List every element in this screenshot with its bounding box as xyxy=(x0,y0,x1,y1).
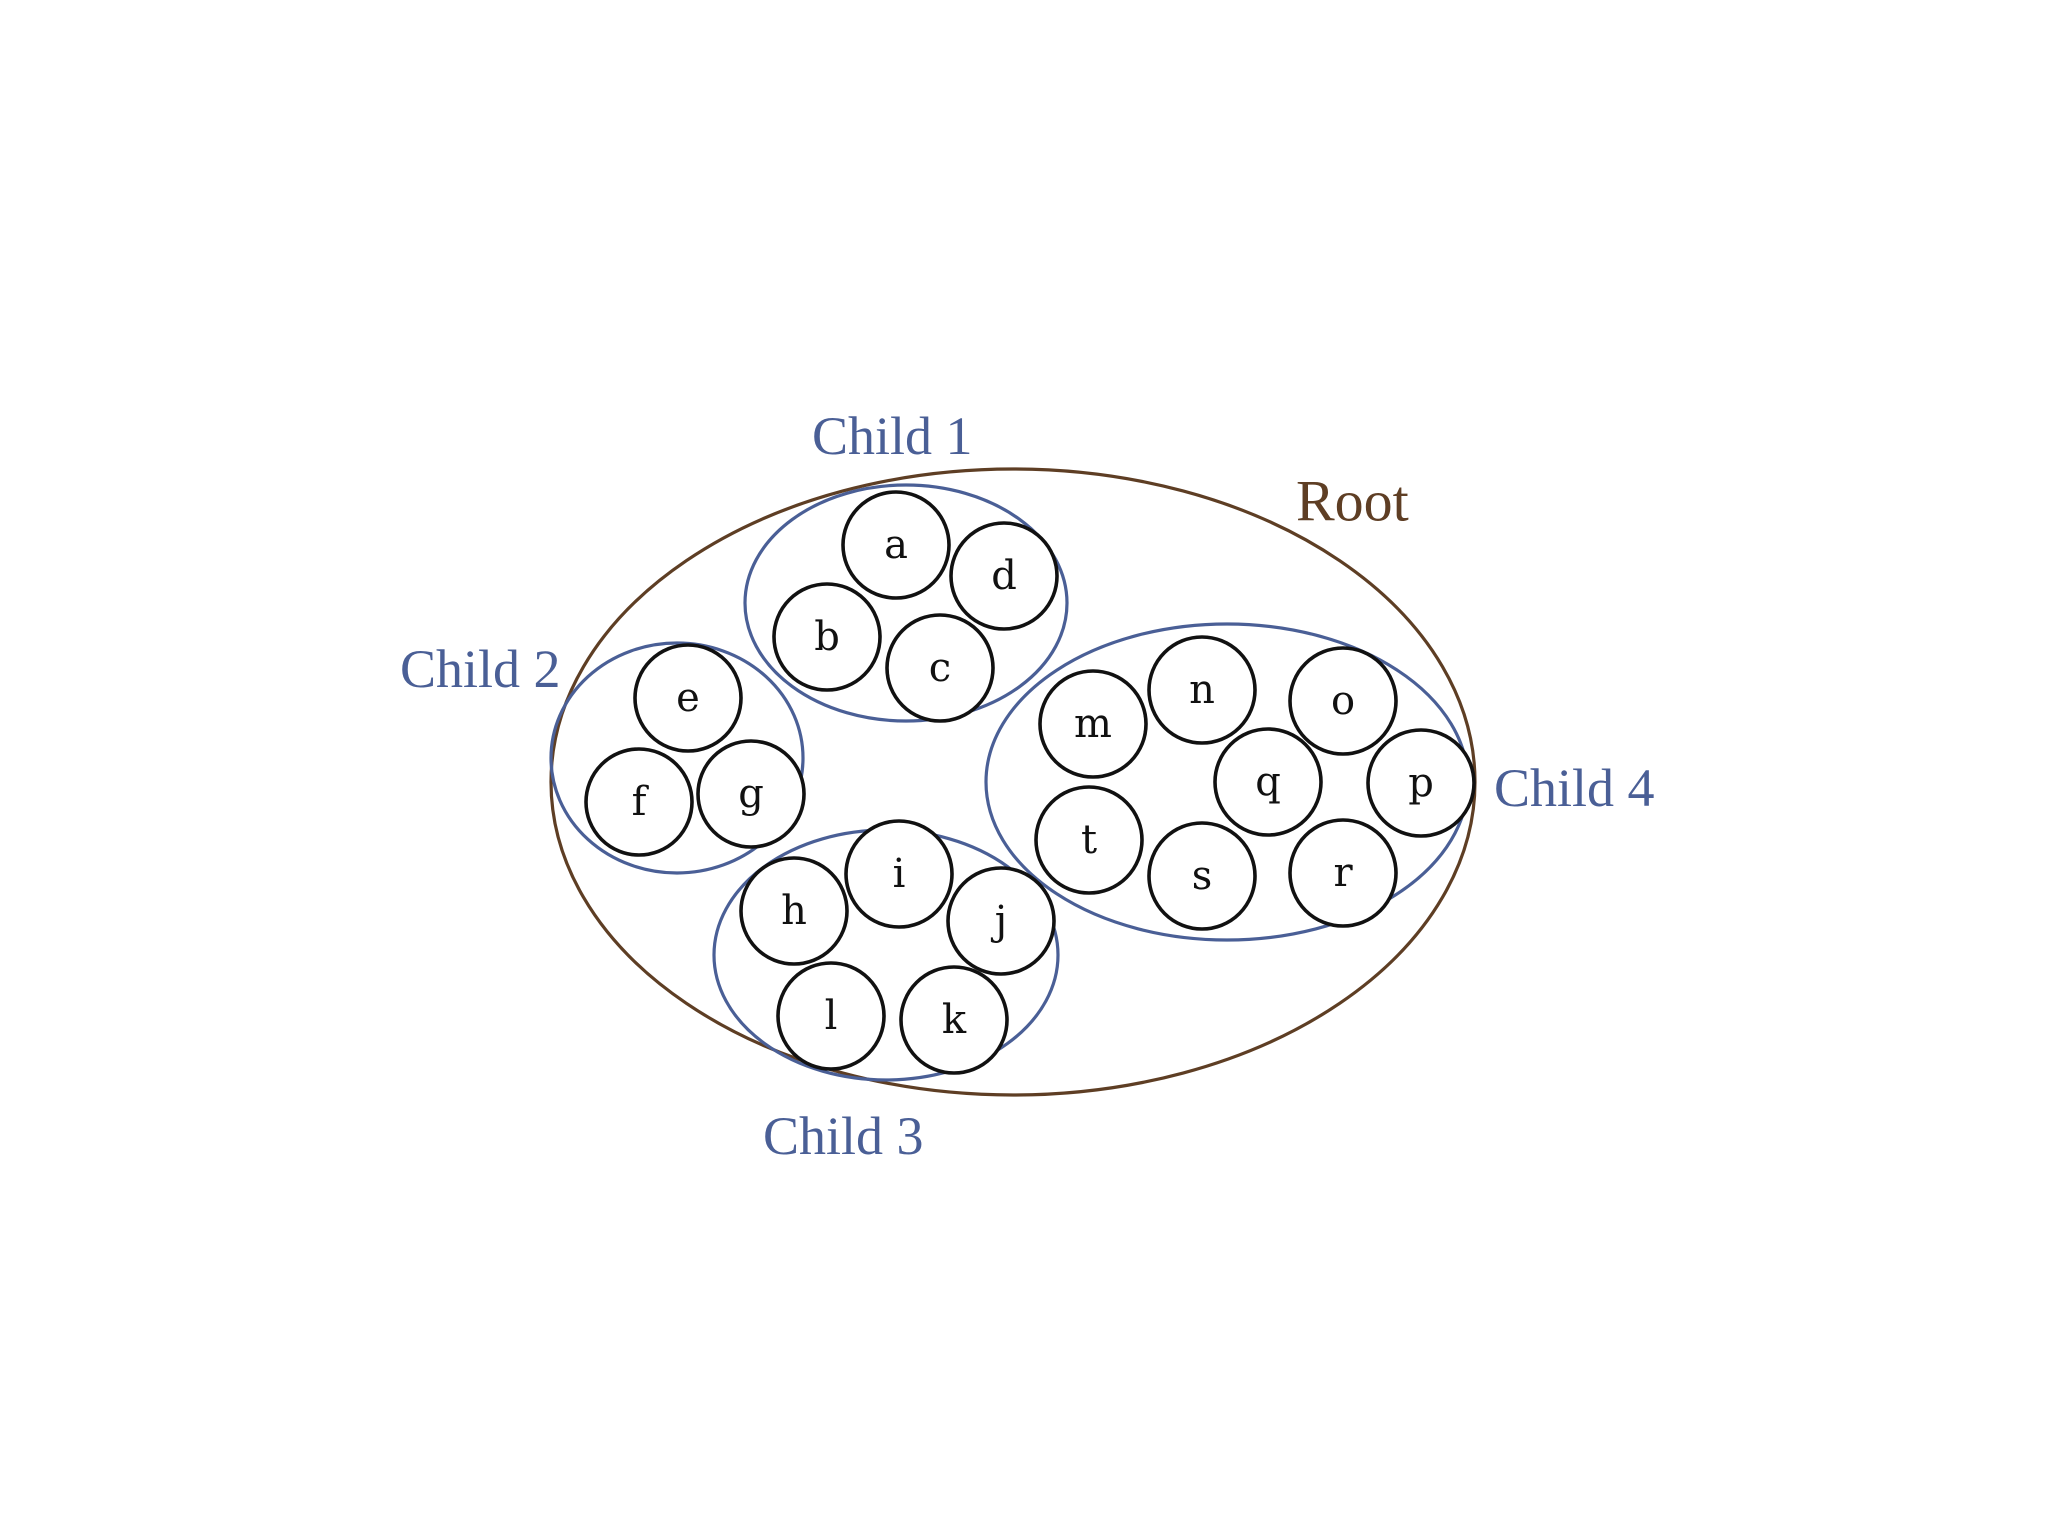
child-2-label: Child 2 xyxy=(400,639,561,699)
leaf-node: r xyxy=(1288,818,1398,928)
leaf-node: h xyxy=(739,856,849,966)
leaf-node: o xyxy=(1288,646,1398,756)
child-4-label: Child 4 xyxy=(1494,758,1655,818)
leaf-label: n xyxy=(1189,667,1215,713)
leaf-label: a xyxy=(884,522,908,568)
leaf-node: n xyxy=(1147,635,1257,745)
leaf-node: m xyxy=(1038,669,1148,779)
leaf-node: t xyxy=(1034,785,1144,895)
leaf-label: o xyxy=(1331,678,1355,724)
leaf-label: l xyxy=(825,993,838,1039)
root-label: Root xyxy=(1296,469,1409,534)
child-3-leaves: h i j l k xyxy=(739,819,1056,1075)
leaf-node: i xyxy=(844,819,954,929)
leaf-label: m xyxy=(1074,701,1112,747)
leaf-node: f xyxy=(584,747,694,857)
child-1-leaves: a d b c xyxy=(772,490,1059,723)
leaf-label: j xyxy=(991,898,1007,944)
leaf-label: r xyxy=(1333,850,1353,896)
leaf-label: b xyxy=(814,614,840,660)
leaf-node: s xyxy=(1147,821,1257,931)
child-1-ellipse xyxy=(743,483,1069,723)
child-2-leaves: e f g xyxy=(584,643,806,857)
leaf-label: q xyxy=(1255,759,1281,805)
leaf-label: g xyxy=(738,771,764,817)
child-3-label: Child 3 xyxy=(763,1106,924,1166)
leaf-label: h xyxy=(781,888,807,934)
leaf-node: b xyxy=(772,582,882,692)
leaf-node: l xyxy=(776,961,886,1071)
leaf-node: g xyxy=(696,739,806,849)
leaf-label: s xyxy=(1192,853,1213,899)
leaf-node: j xyxy=(946,866,1056,976)
leaf-node: e xyxy=(633,643,743,753)
leaf-node: d xyxy=(949,521,1059,631)
leaf-label: d xyxy=(991,553,1017,599)
leaf-node: a xyxy=(841,490,951,600)
leaf-node: q xyxy=(1213,727,1323,837)
child-2-ellipse xyxy=(549,641,805,875)
child-1-label: Child 1 xyxy=(812,406,973,466)
leaf-label: k xyxy=(942,997,967,1043)
leaf-label: c xyxy=(929,645,951,691)
leaf-label: t xyxy=(1081,817,1097,863)
child-4-leaves: m n o q p t s r xyxy=(1034,635,1476,931)
leaf-label: e xyxy=(676,675,700,721)
leaf-node: k xyxy=(899,965,1009,1075)
leaf-node: p xyxy=(1366,728,1476,838)
leaf-label: f xyxy=(632,779,650,825)
leaf-label: i xyxy=(893,851,906,897)
leaf-node: c xyxy=(885,613,995,723)
leaf-label: p xyxy=(1408,760,1434,806)
